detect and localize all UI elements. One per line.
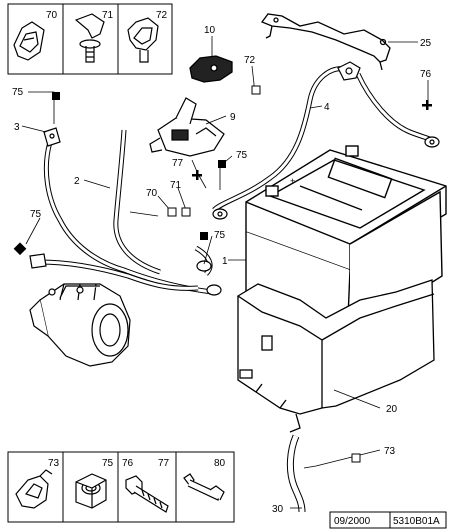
marker-plus (192, 100, 432, 180)
bolt-76-77-icon (125, 475, 169, 513)
callout-76: 76 (420, 69, 432, 80)
clip-70-icon (13, 21, 45, 61)
marker-75-c (200, 232, 208, 240)
part-label-72: 72 (156, 10, 168, 21)
marker-71 (181, 207, 191, 217)
callout-73: 73 (384, 446, 396, 457)
callout-70: 70 (146, 188, 158, 199)
ground-lug-77 (212, 208, 228, 220)
callout-2: 2 (74, 176, 80, 187)
cable-lug-3 (43, 127, 61, 147)
callout-75-a: 75 (12, 87, 24, 98)
rivet-80-icon (183, 473, 225, 501)
clip-71-icon (74, 13, 105, 63)
footer-date: 09/2000 (334, 516, 371, 527)
cable-clamp-top (337, 61, 361, 81)
negative-cable (212, 66, 434, 212)
clip-72-icon (127, 17, 159, 63)
drain-hose (286, 434, 306, 513)
callout-10: 10 (204, 25, 216, 36)
clip-73-icon (15, 469, 53, 509)
callout-9: 9 (230, 112, 236, 123)
fuse-connector (149, 97, 225, 157)
part-label-73: 73 (48, 458, 60, 469)
callout-75-c: 75 (30, 209, 42, 220)
marker-75-b (218, 160, 226, 168)
nut-75-icon (75, 473, 107, 509)
terminal-cover (189, 55, 233, 83)
footer-reference: 5310B01A (393, 516, 440, 527)
part-label-76: 76 (122, 458, 134, 469)
callout-3: 3 (14, 122, 20, 133)
callout-71: 71 (170, 180, 182, 191)
callout-75-d: 75 (214, 230, 226, 241)
callout-30: 30 (272, 504, 284, 515)
hold-down-bracket (260, 13, 391, 71)
callout-77: 77 (172, 158, 184, 169)
callout-72: 72 (244, 55, 256, 66)
part-label-77: 77 (158, 458, 170, 469)
callout-1: 1 (222, 256, 228, 267)
callouts: 10 25 72 76 75 4 3 9 77 75 2 70 71 75 75… (12, 25, 432, 515)
positive-cable (39, 129, 213, 295)
marker-75-a (52, 92, 60, 100)
marker-filled-squares (13, 92, 226, 256)
ground-lug-76 (424, 136, 440, 148)
callout-75-b: 75 (236, 150, 248, 161)
marker-73 (351, 453, 361, 463)
marker-72 (251, 85, 261, 95)
part-label-75: 75 (102, 458, 114, 469)
footer: 09/2000 5310B01A (329, 511, 447, 529)
part-label-71: 71 (102, 10, 114, 21)
marker-open-squares (167, 85, 361, 463)
callout-4: 4 (324, 102, 330, 113)
cable-lug-left (29, 253, 47, 269)
marker-70 (167, 207, 177, 217)
starter-motor (29, 283, 131, 367)
callout-25: 25 (420, 38, 432, 49)
part-label-80: 80 (214, 458, 226, 469)
top-parts-box: 70 71 72 (7, 3, 173, 75)
svg-text:+: + (290, 176, 295, 186)
battery-tray (237, 279, 435, 433)
marker-75-d (13, 242, 27, 256)
callout-20: 20 (386, 404, 398, 415)
cable-lug-right (196, 260, 222, 296)
part-label-70: 70 (46, 10, 58, 21)
bottom-parts-box: 73 75 76 77 80 (7, 451, 235, 523)
